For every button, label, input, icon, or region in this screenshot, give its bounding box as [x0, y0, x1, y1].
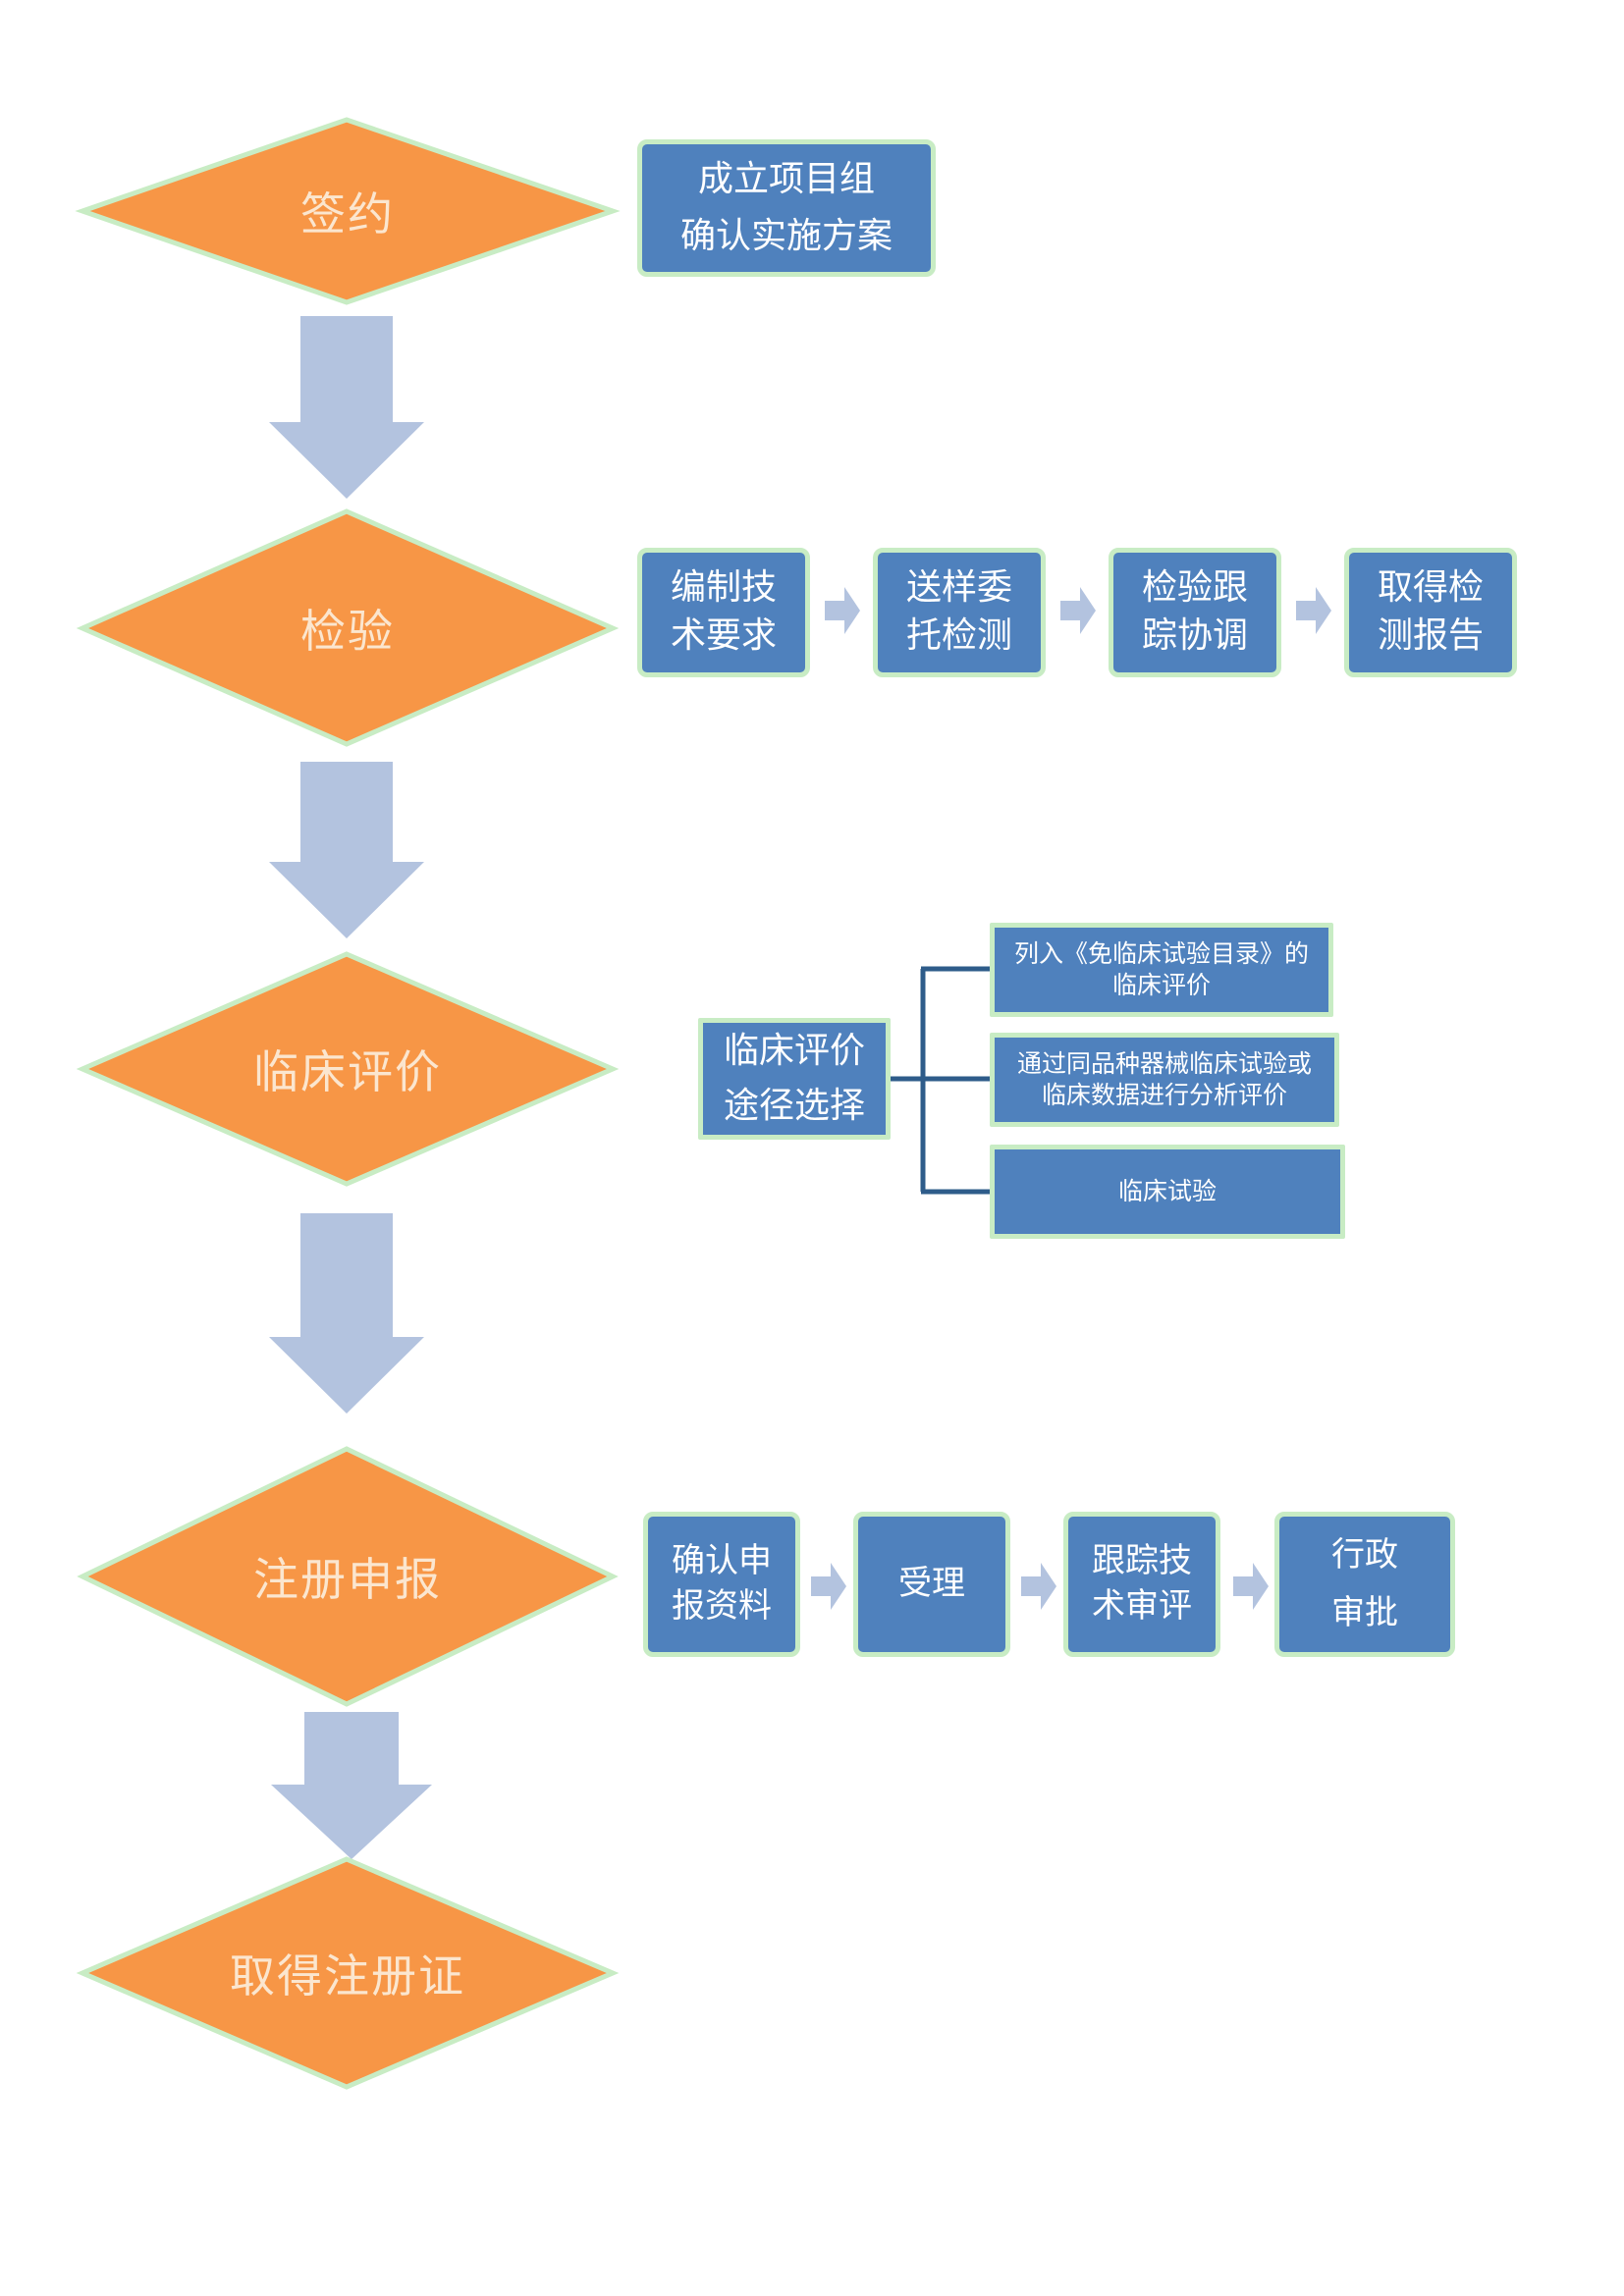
down-arrow-4 [271, 1712, 432, 1859]
right-arrow-inspection-2 [1060, 587, 1096, 634]
diamond-certificate [76, 1856, 620, 2090]
down-arrow-3 [269, 1213, 424, 1414]
right-arrow-inspection-1 [825, 587, 860, 634]
right-arrow-registration-1 [811, 1563, 846, 1610]
box-clinical-option-exempt: 列入《免临床试验目录》的 临床评价 [990, 923, 1333, 1017]
box-registration-step-1: 确认申 报资料 [643, 1512, 800, 1657]
box-inspection-step-1: 编制技 术要求 [637, 548, 810, 677]
stage-label-inspection: 检验 [300, 605, 395, 658]
box-project-team: 成立项目组 确认实施方案 [637, 139, 936, 277]
stage-label-certificate: 取得注册证 [230, 1949, 465, 2002]
box-registration-step-3: 跟踪技 术审评 [1063, 1512, 1220, 1657]
right-arrow-inspection-3 [1296, 587, 1331, 634]
stage-label-registration: 注册申报 [253, 1553, 442, 1606]
stage-label-sign: 签约 [300, 187, 395, 240]
right-arrow-registration-3 [1233, 1563, 1269, 1610]
box-inspection-step-2: 送样委 托检测 [873, 548, 1046, 677]
clinical-connector [890, 966, 992, 1195]
box-inspection-step-4: 取得检 测报告 [1344, 548, 1517, 677]
stage-label-clinical: 临床评价 [253, 1045, 442, 1098]
box-inspection-step-3: 检验跟 踪协调 [1109, 548, 1281, 677]
diamond-inspection [76, 508, 620, 747]
box-clinical-path-selection: 临床评价 途径选择 [698, 1018, 891, 1140]
down-arrow-2 [269, 762, 424, 938]
box-registration-step-2: 受理 [853, 1512, 1010, 1657]
diamond-registration [77, 1446, 619, 1707]
box-clinical-option-trial: 临床试验 [990, 1145, 1345, 1239]
diamond-clinical [76, 951, 620, 1187]
diamond-sign [75, 117, 621, 305]
box-registration-step-4: 行政 审批 [1274, 1512, 1455, 1657]
right-arrow-registration-2 [1021, 1563, 1056, 1610]
box-clinical-option-equivalent: 通过同品种器械临床试验或 临床数据进行分析评价 [990, 1033, 1339, 1127]
down-arrow-1 [269, 316, 424, 499]
